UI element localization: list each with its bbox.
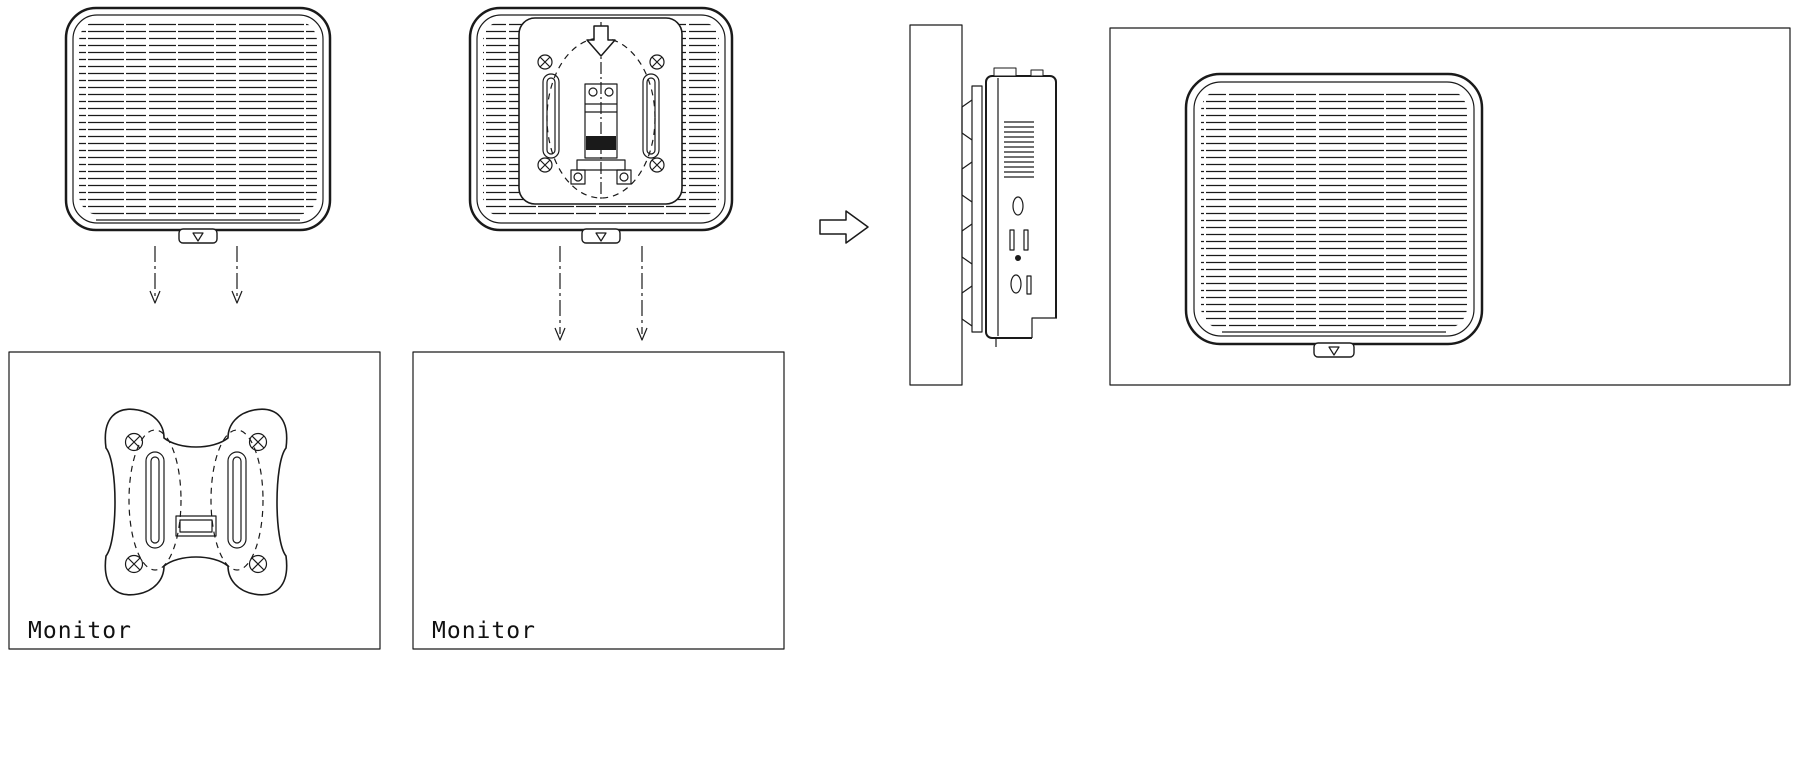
arrowheads: [554, 327, 648, 341]
monitor-label-front: Monitor: [28, 618, 132, 644]
monitor-rear-panel: [1109, 27, 1791, 386]
monitor-outline: [412, 351, 785, 650]
screw-icon: [649, 157, 665, 173]
monitor-box-back: Monitor: [412, 351, 785, 650]
monitor-box-front: Monitor: [8, 351, 381, 650]
device-side-profile: [985, 67, 1059, 347]
lock-tab: [178, 228, 218, 244]
rear-view-assembly: [1109, 27, 1791, 386]
device-back-view: [468, 6, 734, 244]
mount-slot-left: [145, 451, 165, 549]
screw-hole-icon: [248, 432, 268, 452]
tab-triangle-mark: [1328, 346, 1340, 356]
lock-tab: [581, 228, 621, 244]
slide-rail-left: [542, 73, 560, 159]
alignment-arrows-front: [149, 246, 243, 304]
lock-tab: [1313, 342, 1355, 358]
device-mounted-rear: [1184, 72, 1484, 358]
center-connector: [175, 515, 217, 537]
port-oval: [1012, 196, 1024, 216]
top-button: [993, 67, 1017, 77]
monitor-side-panel: [909, 24, 963, 386]
tab-triangle-mark: [192, 232, 204, 242]
slot-highlight-ellipse: [128, 429, 182, 571]
latch-release: [586, 136, 616, 150]
monitor-outline: [8, 351, 381, 650]
port-bar: [1009, 229, 1015, 251]
mount-latch: [570, 83, 632, 185]
side-view-assembly: [909, 24, 1059, 386]
port-bar: [1023, 229, 1029, 251]
tab-triangle-mark: [595, 232, 607, 242]
device-front-view: [64, 6, 332, 244]
vent-slots: [1004, 121, 1034, 178]
mount-slot-right: [227, 451, 247, 549]
next-step-arrow-icon: [819, 210, 869, 244]
screw-icon: [537, 157, 553, 173]
alignment-arrows-back: [554, 246, 648, 341]
top-button: [1030, 69, 1044, 77]
screw-hole-icon: [124, 554, 144, 574]
screw-icon: [649, 54, 665, 70]
monitor-label-back: Monitor: [432, 618, 536, 644]
port-oval: [1010, 274, 1022, 294]
port-bar: [1026, 275, 1032, 295]
vesa-adapter-plate: [104, 408, 288, 596]
slot-highlight-ellipse: [210, 429, 264, 571]
wall-bracket-hooks: [961, 85, 983, 333]
insert-direction-arrow-icon: [586, 25, 616, 57]
screw-icon: [537, 54, 553, 70]
screw-hole-icon: [248, 554, 268, 574]
arrowheads: [149, 290, 243, 304]
bottom-notch: [1031, 317, 1057, 338]
led-dot: [1015, 255, 1021, 261]
slide-rail-right: [642, 73, 660, 159]
